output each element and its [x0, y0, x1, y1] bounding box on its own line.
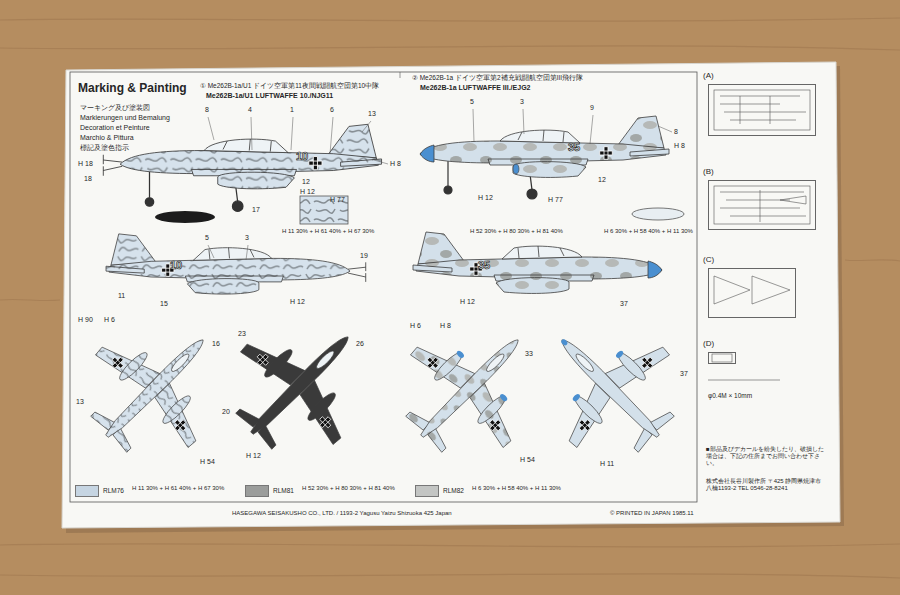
- callout-number: 1: [290, 106, 294, 114]
- footer-text: HASEGAWA SEISAKUSHO CO., LTD. / 1193-2 Y…: [232, 510, 452, 517]
- callout-number: 17: [252, 206, 260, 214]
- subtitle: マーキング及び塗装図: [80, 104, 150, 112]
- color-name: RLM76: [103, 485, 124, 497]
- callout-number: 5: [470, 98, 474, 106]
- color-swatch: [245, 485, 269, 497]
- caption: Me262B-1a/U1 LUFTWAFFE 10./NJG11: [206, 92, 333, 100]
- callout-number: H 12: [460, 298, 475, 306]
- callout-number: H 90: [78, 316, 93, 324]
- callout-number: 20: [222, 408, 230, 416]
- legend-item: RLM81: [245, 485, 294, 497]
- callout-number: H 12: [478, 194, 493, 202]
- callout-number: 13: [368, 110, 376, 118]
- subtitle: 標記及塗色指示: [80, 144, 129, 152]
- legend-item: RLM76: [75, 485, 124, 497]
- caption: Me262B-1a LUFTWAFFE III./EJG2: [420, 84, 530, 92]
- callout-number: 19: [360, 252, 368, 260]
- callout-number: 5: [205, 234, 209, 242]
- legend-item: RLM82: [415, 485, 464, 497]
- callout-number: H 8: [440, 322, 451, 330]
- subtitle: Decoration et Peinture: [80, 124, 150, 132]
- caption: ② Me262B-1a ドイツ空軍第2補充戦闘航空団第III飛行隊: [412, 74, 583, 81]
- color-name: RLM81: [273, 485, 294, 497]
- caption: ① Me262B-1a/U1 ドイツ空軍第11夜間戦闘航空団第10中隊: [200, 82, 379, 89]
- callout-number: H 6: [410, 322, 421, 330]
- callout-number: H 8: [390, 160, 401, 168]
- decal-number: 35: [568, 141, 580, 154]
- note-text: ■部品及びデカールを紛失したり、破損した場合は、下記の住所までお問い合わせ下さい…: [706, 446, 826, 467]
- callout-number: 26: [356, 340, 364, 348]
- callout-number: H 77: [330, 196, 345, 204]
- color-swatch: [75, 485, 99, 497]
- panel-label: (D): [703, 339, 729, 348]
- callout-number: 37: [680, 370, 688, 378]
- subtitle: Marchio & Pittura: [80, 134, 134, 142]
- callout-number: 3: [520, 98, 524, 106]
- color-formula: H 11 30% + H 61 40% + H 67 30%: [282, 228, 374, 235]
- callout-number: H 54: [200, 458, 215, 466]
- dimension-label: φ0.4M × 10mm: [708, 392, 752, 399]
- callout-number: H 11: [600, 460, 614, 468]
- callout-number: H 8: [674, 142, 685, 150]
- parts-panel: (C): [708, 268, 796, 318]
- footer-text: © PRINTED IN JAPAN 1985.11: [610, 510, 694, 517]
- callout-number: 23: [238, 330, 246, 338]
- callout-number: H 54: [520, 456, 535, 464]
- callout-number: 12: [302, 178, 310, 186]
- callout-number: 13: [76, 398, 84, 406]
- sheet-title: Marking & Painting: [78, 82, 187, 96]
- color-name: RLM82: [443, 485, 464, 497]
- callout-number: 37: [620, 300, 628, 308]
- parts-panel: (B): [708, 180, 816, 230]
- parts-panel: (D): [708, 352, 736, 364]
- color-swatch: [415, 485, 439, 497]
- callout-number: H 12: [300, 188, 315, 196]
- callout-number: 9: [590, 104, 594, 112]
- callout-number: H 12: [246, 452, 261, 460]
- callout-number: 8: [674, 128, 678, 136]
- callout-number: 11: [118, 292, 125, 300]
- callout-number: 8: [205, 106, 209, 114]
- note-text: 株式会社長谷川製作所 〒425 静岡県焼津市八楠1193-2 TEL 0546-…: [706, 478, 826, 492]
- decal-number: 10: [296, 150, 308, 163]
- color-formula: H 52 30% + H 80 30% + H 81 40%: [470, 228, 563, 235]
- callout-number: H 18: [78, 160, 93, 168]
- color-formula: H 6 30% + H 58 40% + H 11 30%: [472, 485, 561, 492]
- callout-number: H 77: [548, 196, 563, 204]
- decal-number: 35: [478, 259, 490, 272]
- subtitle: Markierungen und Bemalung: [80, 114, 170, 122]
- callout-number: 15: [160, 300, 168, 308]
- callout-number: 6: [330, 106, 334, 114]
- panel-label: (B): [703, 167, 809, 176]
- panel-label: (C): [703, 255, 789, 264]
- callout-number: 18: [84, 175, 92, 183]
- decal-number: 10: [170, 259, 182, 272]
- color-formula: H 6 30% + H 58 40% + H 11 30%: [604, 228, 693, 235]
- callout-number: 16: [212, 340, 220, 348]
- color-formula: H 11 30% + H 61 40% + H 67 30%: [132, 485, 224, 492]
- callout-number: 3: [245, 234, 249, 242]
- callout-number: 33: [525, 350, 533, 358]
- panel-label: (A): [703, 71, 809, 80]
- callout-number: 12: [598, 176, 606, 184]
- color-formula: H 52 30% + H 80 30% + H 81 40%: [302, 485, 395, 492]
- parts-panel: (A): [708, 84, 816, 136]
- callout-number: H 6: [104, 316, 115, 324]
- callout-number: H 12: [290, 298, 305, 306]
- callout-number: 4: [248, 106, 252, 114]
